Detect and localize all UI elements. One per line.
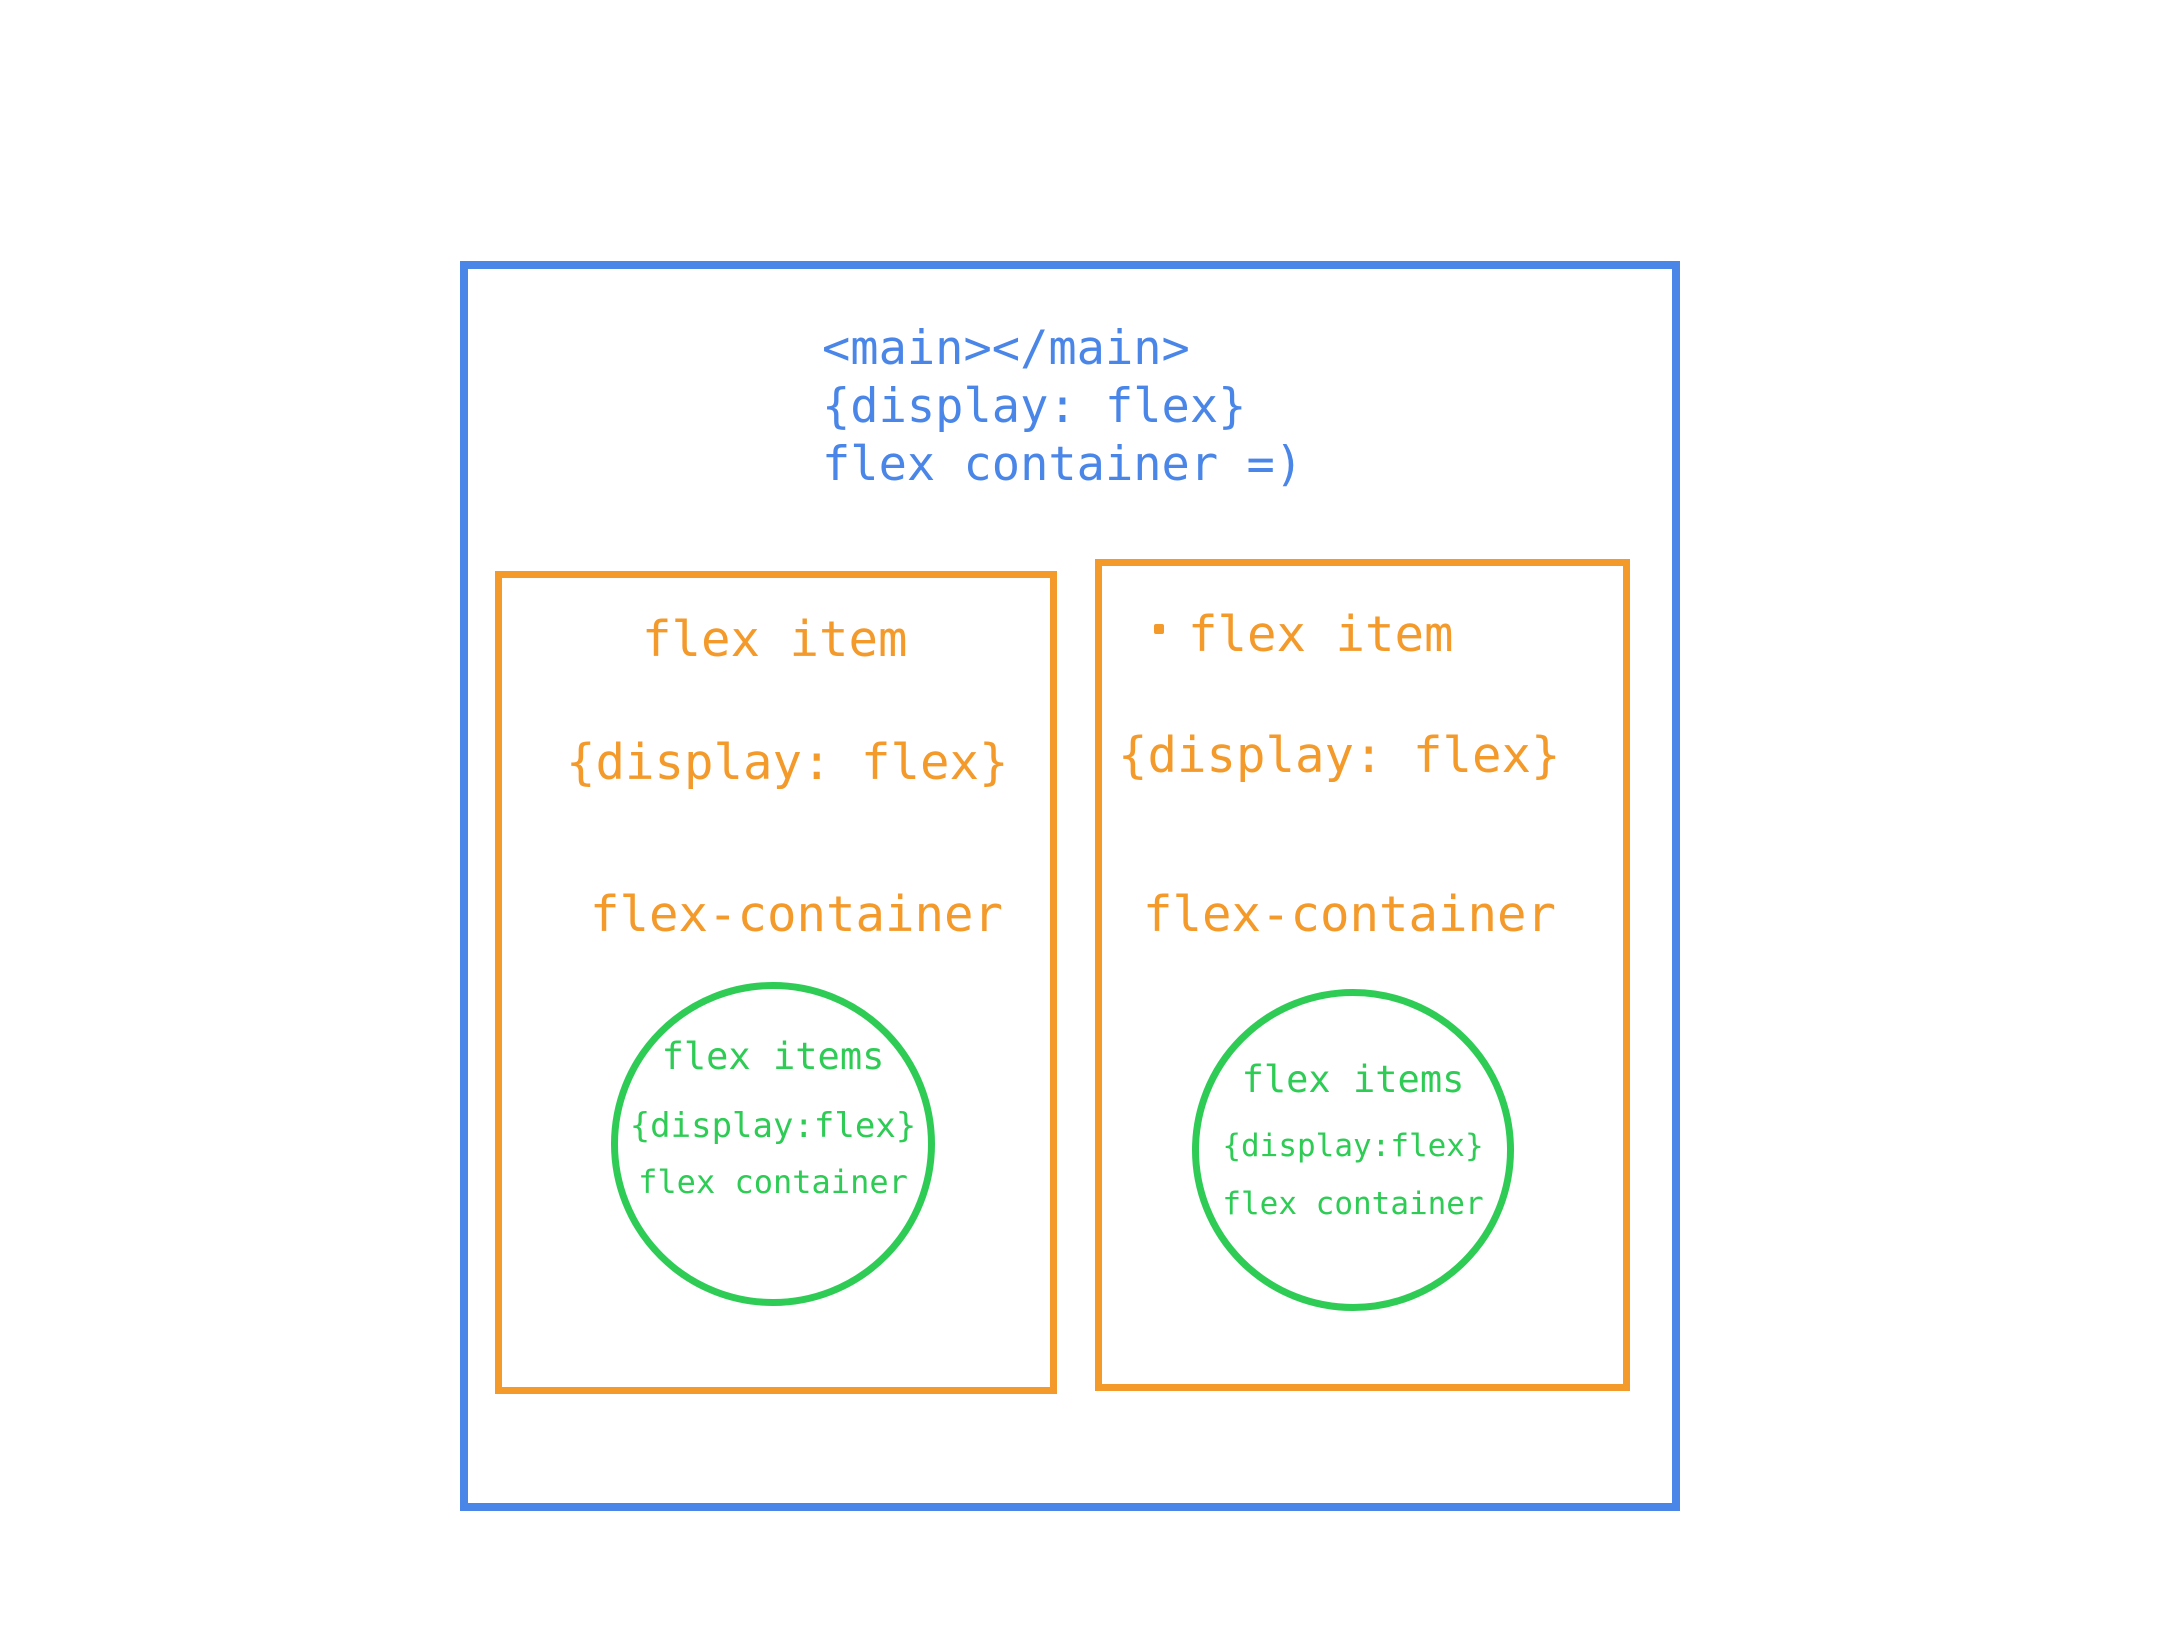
main-label: <main></main>{display: flex}flex contain…	[822, 320, 1303, 494]
left-flex-item	[495, 571, 1057, 1394]
main-role-label: flex container =)	[822, 437, 1304, 492]
left-nested-title: flex items	[661, 1035, 885, 1078]
right-nested-role: flex container	[1222, 1186, 1484, 1222]
bullet-mark	[1154, 624, 1164, 634]
left-nested-role: flex container	[638, 1163, 908, 1201]
right-nested-flex-item	[1192, 989, 1514, 1311]
left-nested-display: {display:flex}	[629, 1106, 917, 1146]
left-item-role: flex-container	[590, 886, 1004, 943]
right-flex-item	[1095, 559, 1630, 1391]
right-nested-title: flex items	[1241, 1058, 1465, 1101]
right-item-display: {display: flex}	[1118, 727, 1561, 784]
main-flex-container	[460, 261, 1680, 1511]
main-tag-label: <main></main>	[822, 321, 1190, 376]
left-nested-flex-item	[611, 982, 935, 1306]
right-item-role: flex-container	[1143, 886, 1557, 943]
left-item-title: flex item	[642, 611, 908, 668]
right-item-title: flex item	[1188, 606, 1454, 663]
right-nested-display: {display:flex}	[1222, 1128, 1484, 1164]
left-item-display: {display: flex}	[566, 734, 1009, 791]
main-display-label: {display: flex}	[822, 379, 1247, 434]
